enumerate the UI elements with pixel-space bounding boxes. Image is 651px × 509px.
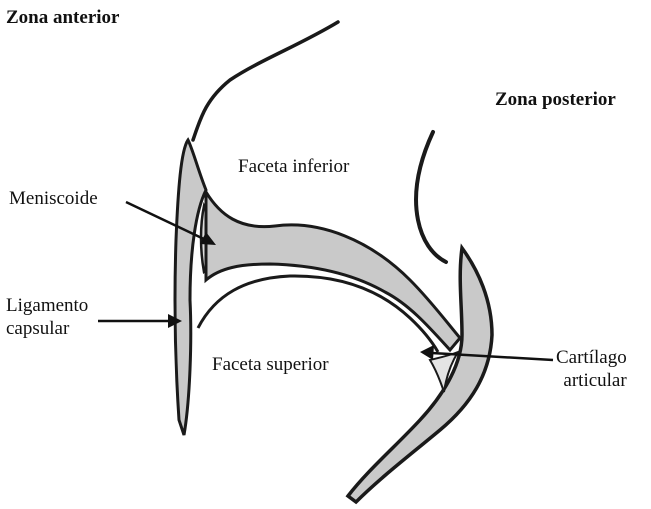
articular-cartilage-label-line1: Cartílago bbox=[556, 346, 627, 369]
inferior-facet-label: Faceta inferior bbox=[238, 155, 349, 178]
capsular-ligament bbox=[175, 140, 206, 435]
posterior-zone-label: Zona posterior bbox=[495, 88, 616, 111]
capsular-ligament-label-line2: capsular bbox=[6, 317, 88, 340]
inferior-facet-outline bbox=[193, 22, 338, 140]
meniscoid-label: Meniscoide bbox=[9, 187, 98, 210]
articular-cartilage-label-line2: articular bbox=[556, 369, 627, 392]
articular-cartilage-label: Cartílago articular bbox=[556, 346, 627, 392]
capsular-ligament-label: Ligamento capsular bbox=[6, 294, 88, 340]
posterior-outline bbox=[416, 132, 446, 262]
anterior-zone-label: Zona anterior bbox=[6, 6, 119, 29]
arrow-capsular-ligament bbox=[98, 314, 182, 328]
capsular-ligament-label-line1: Ligamento bbox=[6, 294, 88, 317]
superior-facet-label: Faceta superior bbox=[212, 353, 329, 376]
inferior-facet-cartilage bbox=[206, 192, 460, 350]
superior-facet-body bbox=[348, 248, 492, 502]
